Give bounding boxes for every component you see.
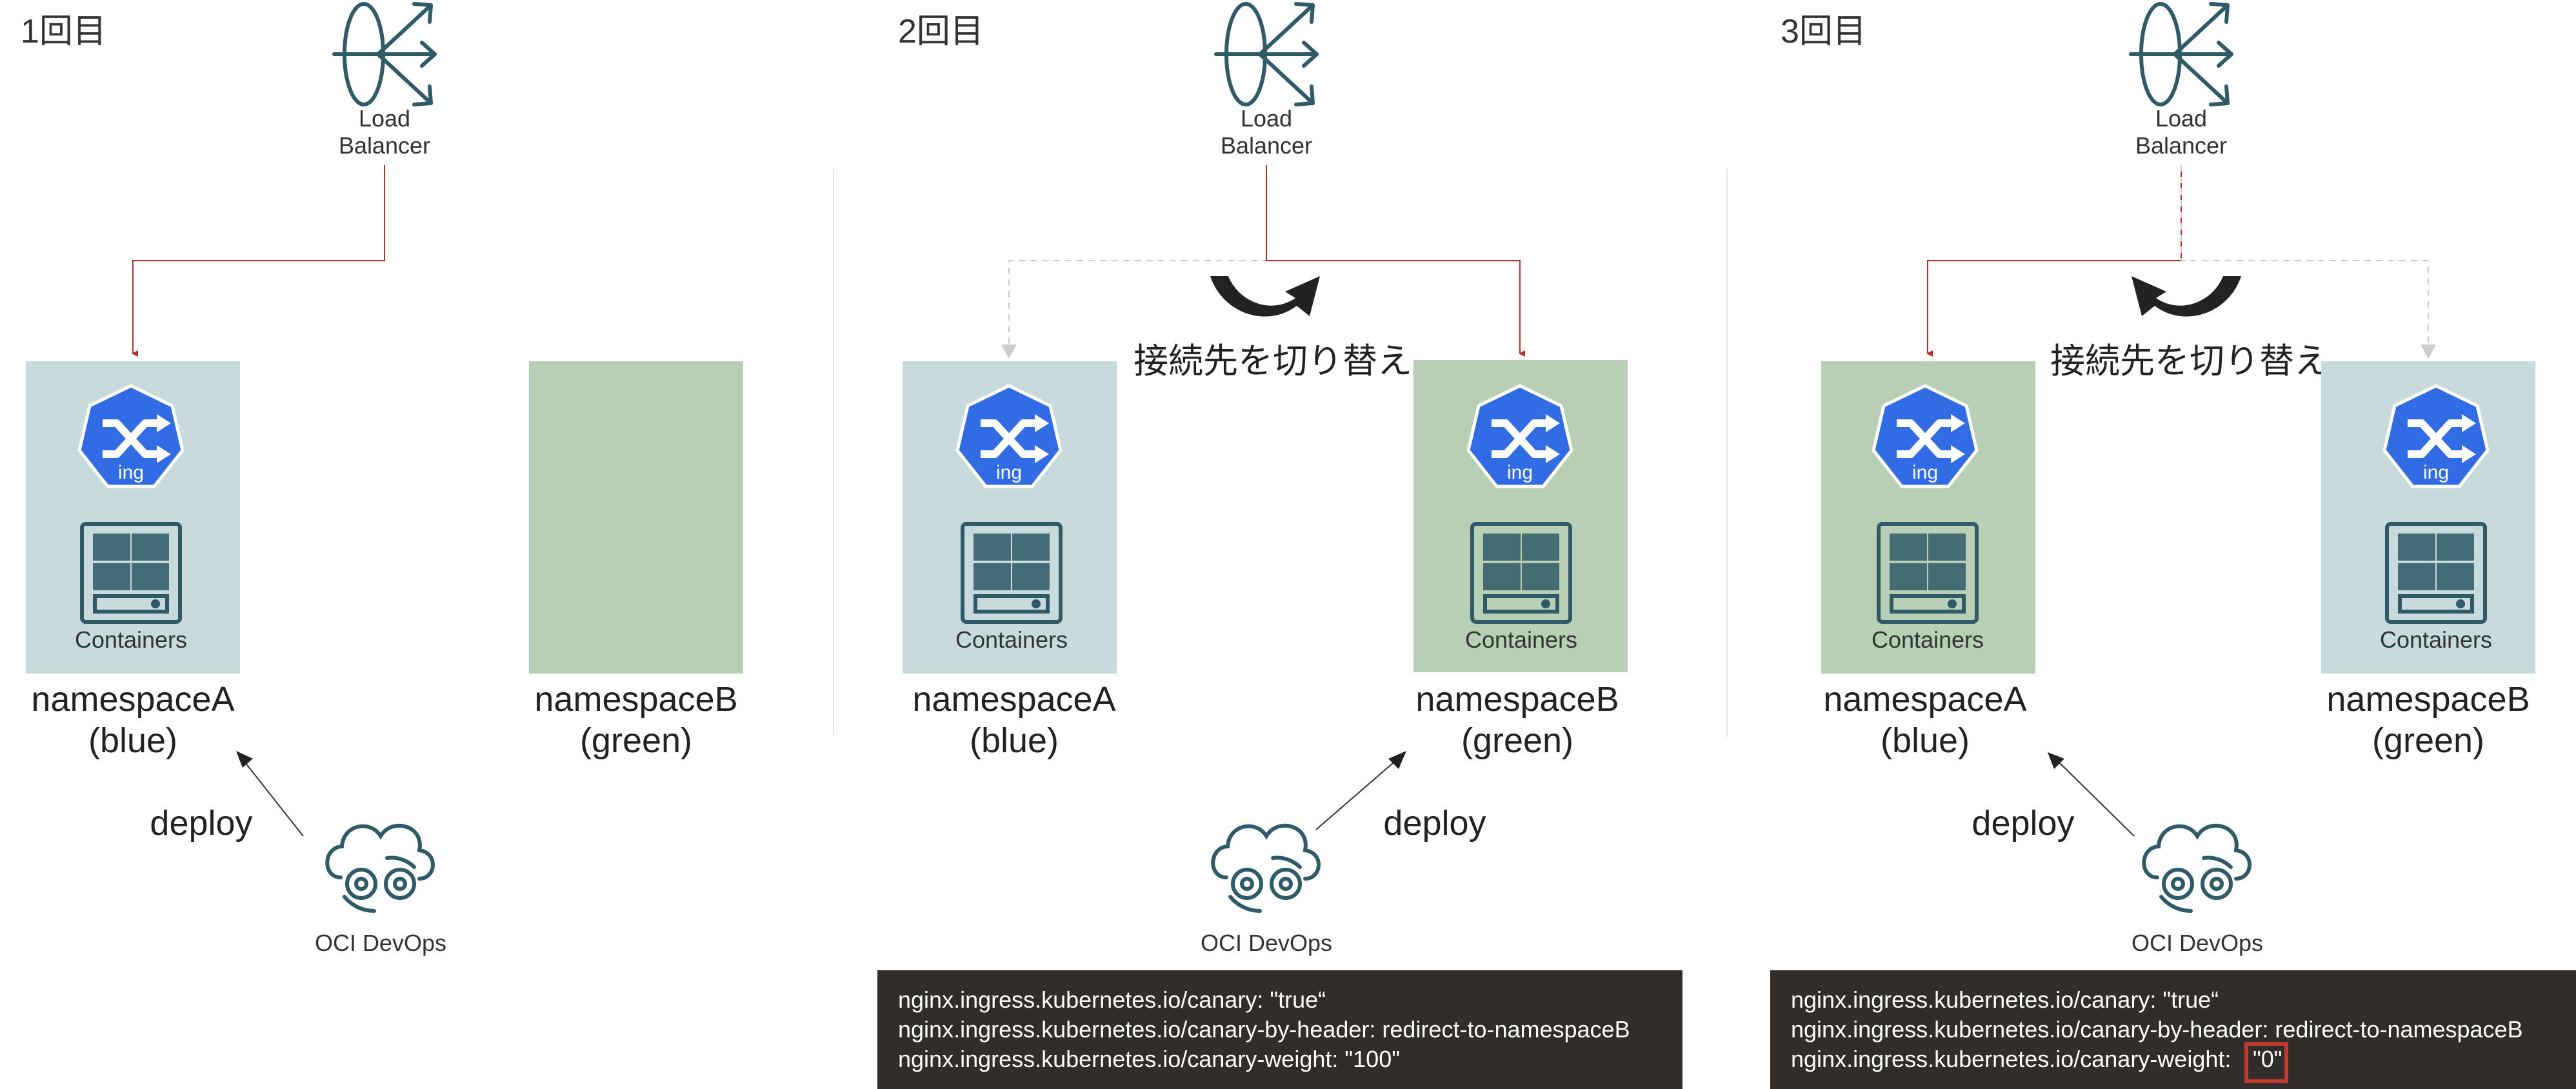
deploy-label: deploy	[1383, 804, 1486, 843]
containers-icon	[80, 522, 182, 624]
load-balancer-label: Load	[2155, 105, 2207, 132]
inactive-route	[2181, 165, 2429, 354]
load-balancer-icon	[2129, 2, 2233, 106]
deploy-label: deploy	[1972, 804, 2074, 843]
containers-icon	[2385, 522, 2487, 624]
inactive-route-arrowhead	[1001, 345, 1017, 359]
namespace-a-name: namespaceA	[31, 680, 234, 719]
deploy-arrow	[1315, 762, 1394, 830]
inactive-route	[1008, 165, 1267, 354]
ingress-label: ing	[118, 462, 144, 483]
code-line: nginx.ingress.kubernetes.io/canary: "tru…	[1791, 986, 2219, 1013]
step-label: 3回目	[1781, 13, 1866, 50]
namespace-a-color: (blue)	[970, 721, 1059, 760]
ingress-label: ing	[2423, 462, 2449, 483]
oci-devops-icon	[2142, 823, 2252, 913]
devops-label: OCI DevOps	[315, 930, 446, 956]
deploy-arrowhead	[236, 751, 253, 768]
containers-label: Containers	[1465, 626, 1577, 653]
switch-arrow	[1210, 276, 1320, 317]
deploy-arrowhead	[2048, 752, 2064, 769]
deploy-label: deploy	[150, 804, 252, 843]
panel-3: 3回目 Load Balancer 接続先を切り替え ing	[1770, 2, 2576, 1089]
namespace-b-box	[529, 361, 743, 674]
weight-value: "0"	[2253, 1046, 2282, 1072]
namespace-a-color: (blue)	[88, 721, 177, 760]
load-balancer-label: Balancer	[339, 132, 430, 159]
namespace-a-name: namespaceA	[1823, 680, 2026, 719]
containers-label: Containers	[2380, 626, 2492, 653]
namespace-b-color: (green)	[580, 721, 692, 760]
deploy-arrow	[245, 762, 304, 837]
load-balancer-icon	[332, 2, 437, 106]
step-label: 1回目	[21, 13, 106, 50]
weight-highlight-box	[2244, 1042, 2288, 1083]
load-balancer-label: Load	[1241, 105, 1292, 132]
panel-1: 1回目 Load Balancer ing	[21, 2, 743, 956]
ingress-icon: ing	[77, 384, 185, 488]
ingress-icon: ing	[1872, 384, 1979, 488]
deploy-arrow	[2059, 762, 2135, 837]
namespace-b-name: namespaceB	[534, 680, 737, 719]
code-line: nginx.ingress.kubernetes.io/canary-by-he…	[898, 1016, 1630, 1043]
ingress-icon: ing	[2382, 384, 2490, 488]
oci-devops-icon	[325, 823, 435, 913]
load-balancer-label: Balancer	[2135, 132, 2227, 159]
namespace-b-name: namespaceB	[2326, 680, 2530, 719]
containers-icon	[1470, 522, 1572, 624]
ingress-label: ing	[1507, 462, 1533, 483]
containers-label: Containers	[955, 626, 1068, 653]
deploy-arrowhead	[1388, 751, 1406, 769]
annotation-code-box	[877, 970, 1682, 1089]
active-route	[1266, 165, 1525, 357]
namespace-b-color: (green)	[1461, 721, 1573, 760]
switch-label: 接続先を切り替え	[1133, 342, 1412, 381]
inactive-route-arrowhead	[2421, 345, 2436, 359]
panel-2: 2回目 Load Balancer 接続先を切り替え ing	[877, 2, 1682, 1089]
code-line: nginx.ingress.kubernetes.io/canary-by-he…	[1791, 1016, 2523, 1043]
switch-label: 接続先を切り替え	[2050, 342, 2329, 381]
namespace-b-color: (green)	[2372, 721, 2484, 760]
annotation-code-box	[1770, 970, 2576, 1089]
step-label: 2回目	[898, 13, 984, 50]
devops-label: OCI DevOps	[1201, 930, 1332, 956]
containers-icon	[1877, 522, 1979, 624]
code-line: nginx.ingress.kubernetes.io/canary-weigh…	[1791, 1046, 2231, 1072]
code-line: nginx.ingress.kubernetes.io/canary: "tru…	[898, 986, 1326, 1013]
oci-devops-icon	[1211, 823, 1321, 913]
active-route	[132, 165, 385, 357]
containers-label: Containers	[1872, 626, 1984, 653]
ingress-label: ing	[996, 462, 1022, 483]
devops-label: OCI DevOps	[2132, 930, 2263, 956]
ingress-icon: ing	[1466, 384, 1573, 488]
code-line: nginx.ingress.kubernetes.io/canary-weigh…	[898, 1046, 1400, 1072]
load-balancer-icon	[1214, 2, 1319, 106]
namespace-a-name: namespaceA	[912, 680, 1115, 719]
ingress-label: ing	[1912, 462, 1938, 483]
load-balancer-label: Load	[359, 105, 410, 132]
containers-icon	[961, 522, 1063, 624]
switch-arrow	[2132, 276, 2241, 317]
ingress-icon: ing	[955, 384, 1063, 488]
namespace-b-name: namespaceB	[1415, 680, 1619, 719]
load-balancer-label: Balancer	[1221, 132, 1312, 159]
containers-label: Containers	[75, 626, 187, 653]
active-route	[1926, 165, 2182, 357]
namespace-a-color: (blue)	[1881, 721, 1970, 760]
